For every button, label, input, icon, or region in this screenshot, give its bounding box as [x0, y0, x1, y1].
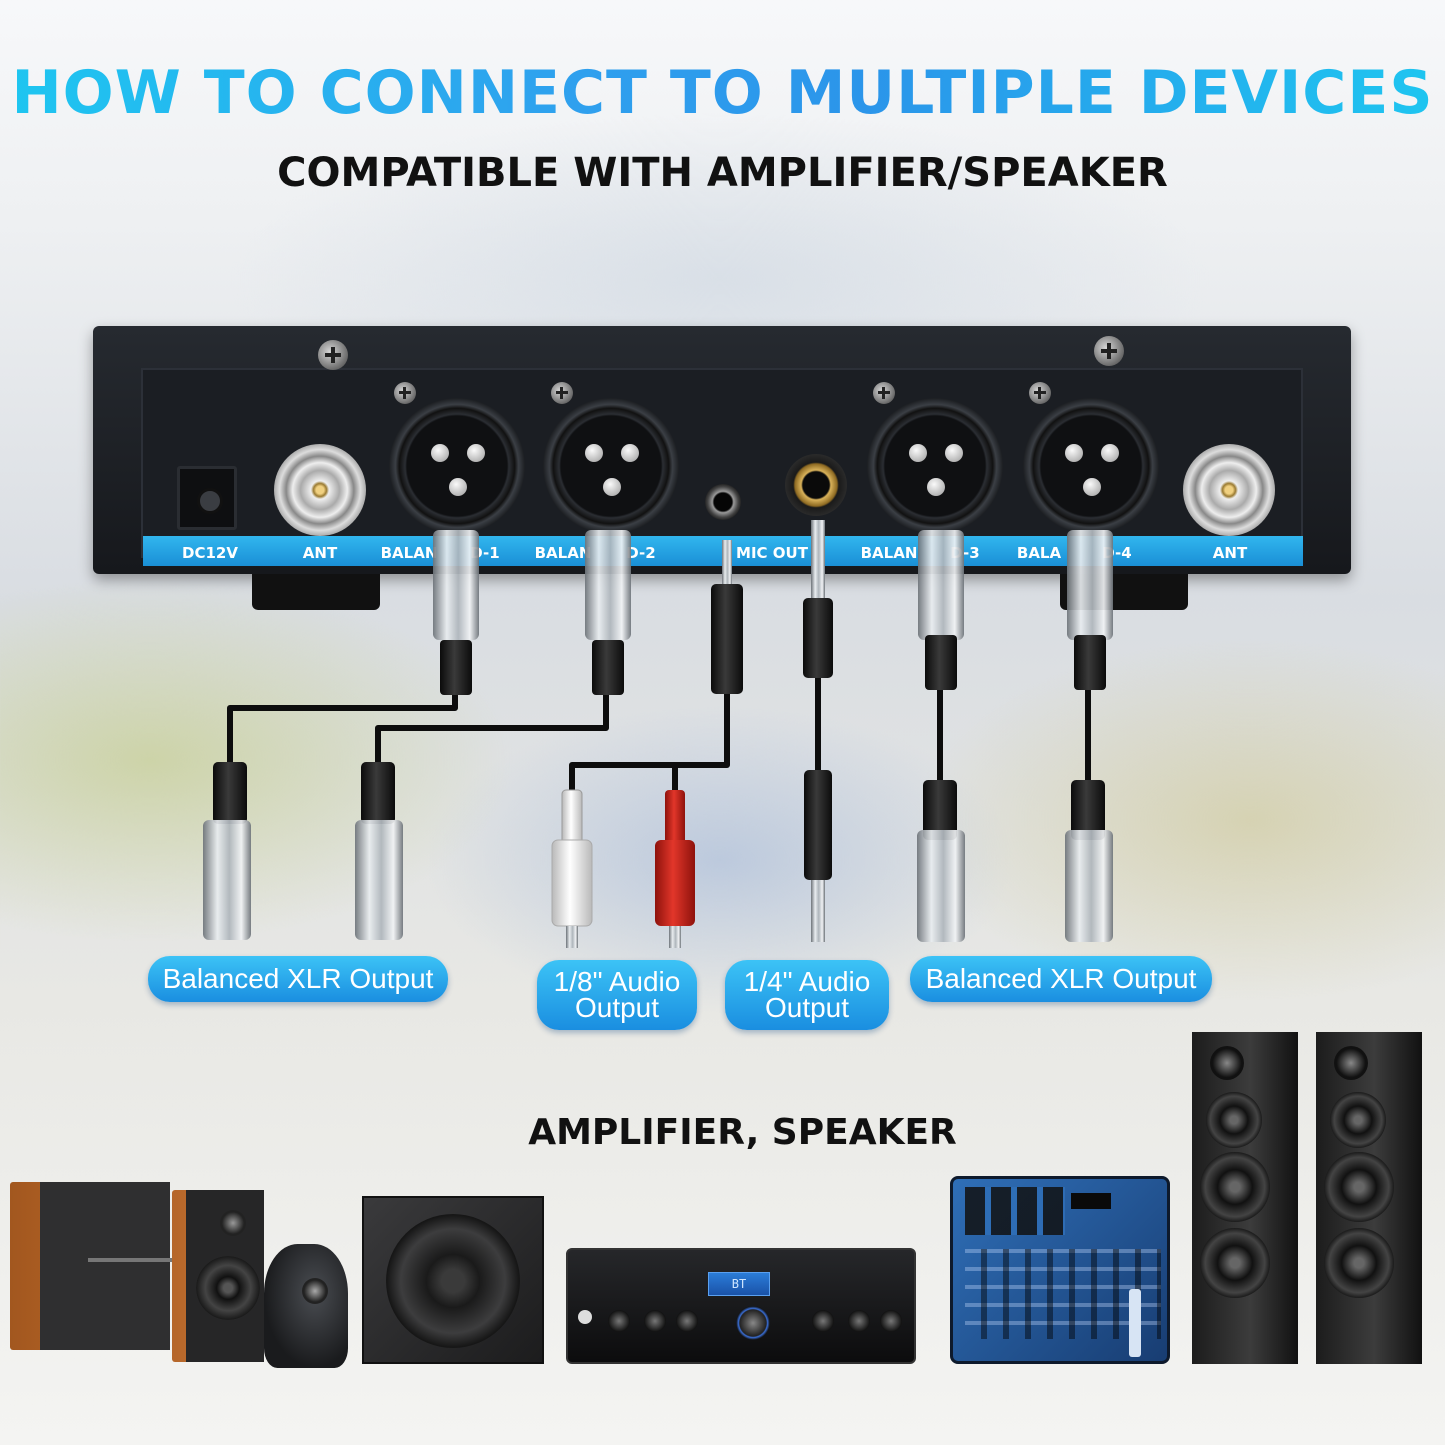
cable-eighth-red: [672, 762, 727, 790]
output-label-eighth: 1/8" Audio Output: [537, 960, 697, 1030]
mixer-icon: [950, 1176, 1170, 1364]
quarter-inch-plug-top: [803, 520, 833, 678]
port-label-balanced-3: BALAN: [860, 544, 918, 562]
xlr-port-3: [867, 398, 1003, 534]
port-label-dc: DC12V: [182, 544, 238, 562]
cable-eighth: [569, 690, 730, 790]
port-label-ant-left: ANT: [302, 544, 338, 562]
output-label-quarter: 1/4" Audio Output: [725, 960, 889, 1030]
port-label-balanced-2: BALAN: [534, 544, 592, 562]
port-label-balanced-2-suffix: D-2: [626, 544, 656, 562]
antenna-connector-left: [274, 444, 366, 536]
amplifier-icon: BT: [566, 1248, 916, 1364]
port-label-balanced-4: BALA: [1016, 544, 1062, 562]
xlr-female-plug-2: [585, 530, 631, 640]
screw-icon: [873, 382, 895, 404]
xlr-female-plug-3: [918, 530, 964, 640]
xlr-port-2: [543, 398, 679, 534]
amp-display: BT: [708, 1272, 770, 1296]
quarter-inch-plug-bottom: [804, 770, 832, 942]
screw-icon: [394, 382, 416, 404]
cable-xlr-2: [375, 695, 609, 768]
screw-icon: [551, 382, 573, 404]
screw-icon: [318, 340, 348, 370]
xlr-female-plug-4: [1067, 530, 1113, 640]
bookshelf-speakers-icon: [10, 1180, 350, 1370]
xlr-port-4: [1023, 398, 1159, 534]
cable-xlr-1: [227, 690, 458, 768]
quarter-inch-jack: [785, 454, 847, 516]
xlr-male-plug-2: [355, 820, 403, 940]
page-title: HOW TO CONNECT TO MULTIPLE DEVICES: [0, 58, 1445, 128]
xlr-male-plug-1: [203, 820, 251, 940]
dc-power-jack: [177, 466, 237, 530]
receiver-foot-left: [252, 574, 380, 610]
xlr-male-plug-4: [1065, 830, 1113, 942]
xlr-female-plug-1: [433, 530, 479, 640]
eighth-inch-jack: [705, 484, 741, 520]
output-label-xlr-right: Balanced XLR Output: [910, 956, 1212, 1002]
eighth-inch-plug: [711, 540, 743, 694]
page-subtitle: COMPATIBLE WITH AMPLIFIER/SPEAKER: [277, 150, 1168, 196]
xlr-female-plugs: [433, 530, 1113, 695]
screw-icon: [1094, 336, 1124, 366]
rca-plug-white: [551, 789, 593, 948]
subwoofer-icon: [362, 1196, 544, 1364]
port-label-ant-right: ANT: [1212, 544, 1248, 562]
tower-speakers-icon: [1192, 1032, 1426, 1368]
rca-plug-red: [655, 790, 695, 948]
devices-section-label: AMPLIFIER, SPEAKER: [528, 1112, 957, 1153]
screw-icon: [1029, 382, 1051, 404]
port-label-balanced-1: BALAN: [380, 544, 438, 562]
xlr-male-plug-3: [917, 830, 965, 942]
xlr-port-1: [389, 398, 525, 534]
xlr-male-plugs: [203, 762, 1113, 942]
antenna-connector-right: [1183, 444, 1275, 536]
port-label-mic-out: MIC OUT: [736, 544, 808, 562]
output-label-xlr-left: Balanced XLR Output: [148, 956, 448, 1002]
